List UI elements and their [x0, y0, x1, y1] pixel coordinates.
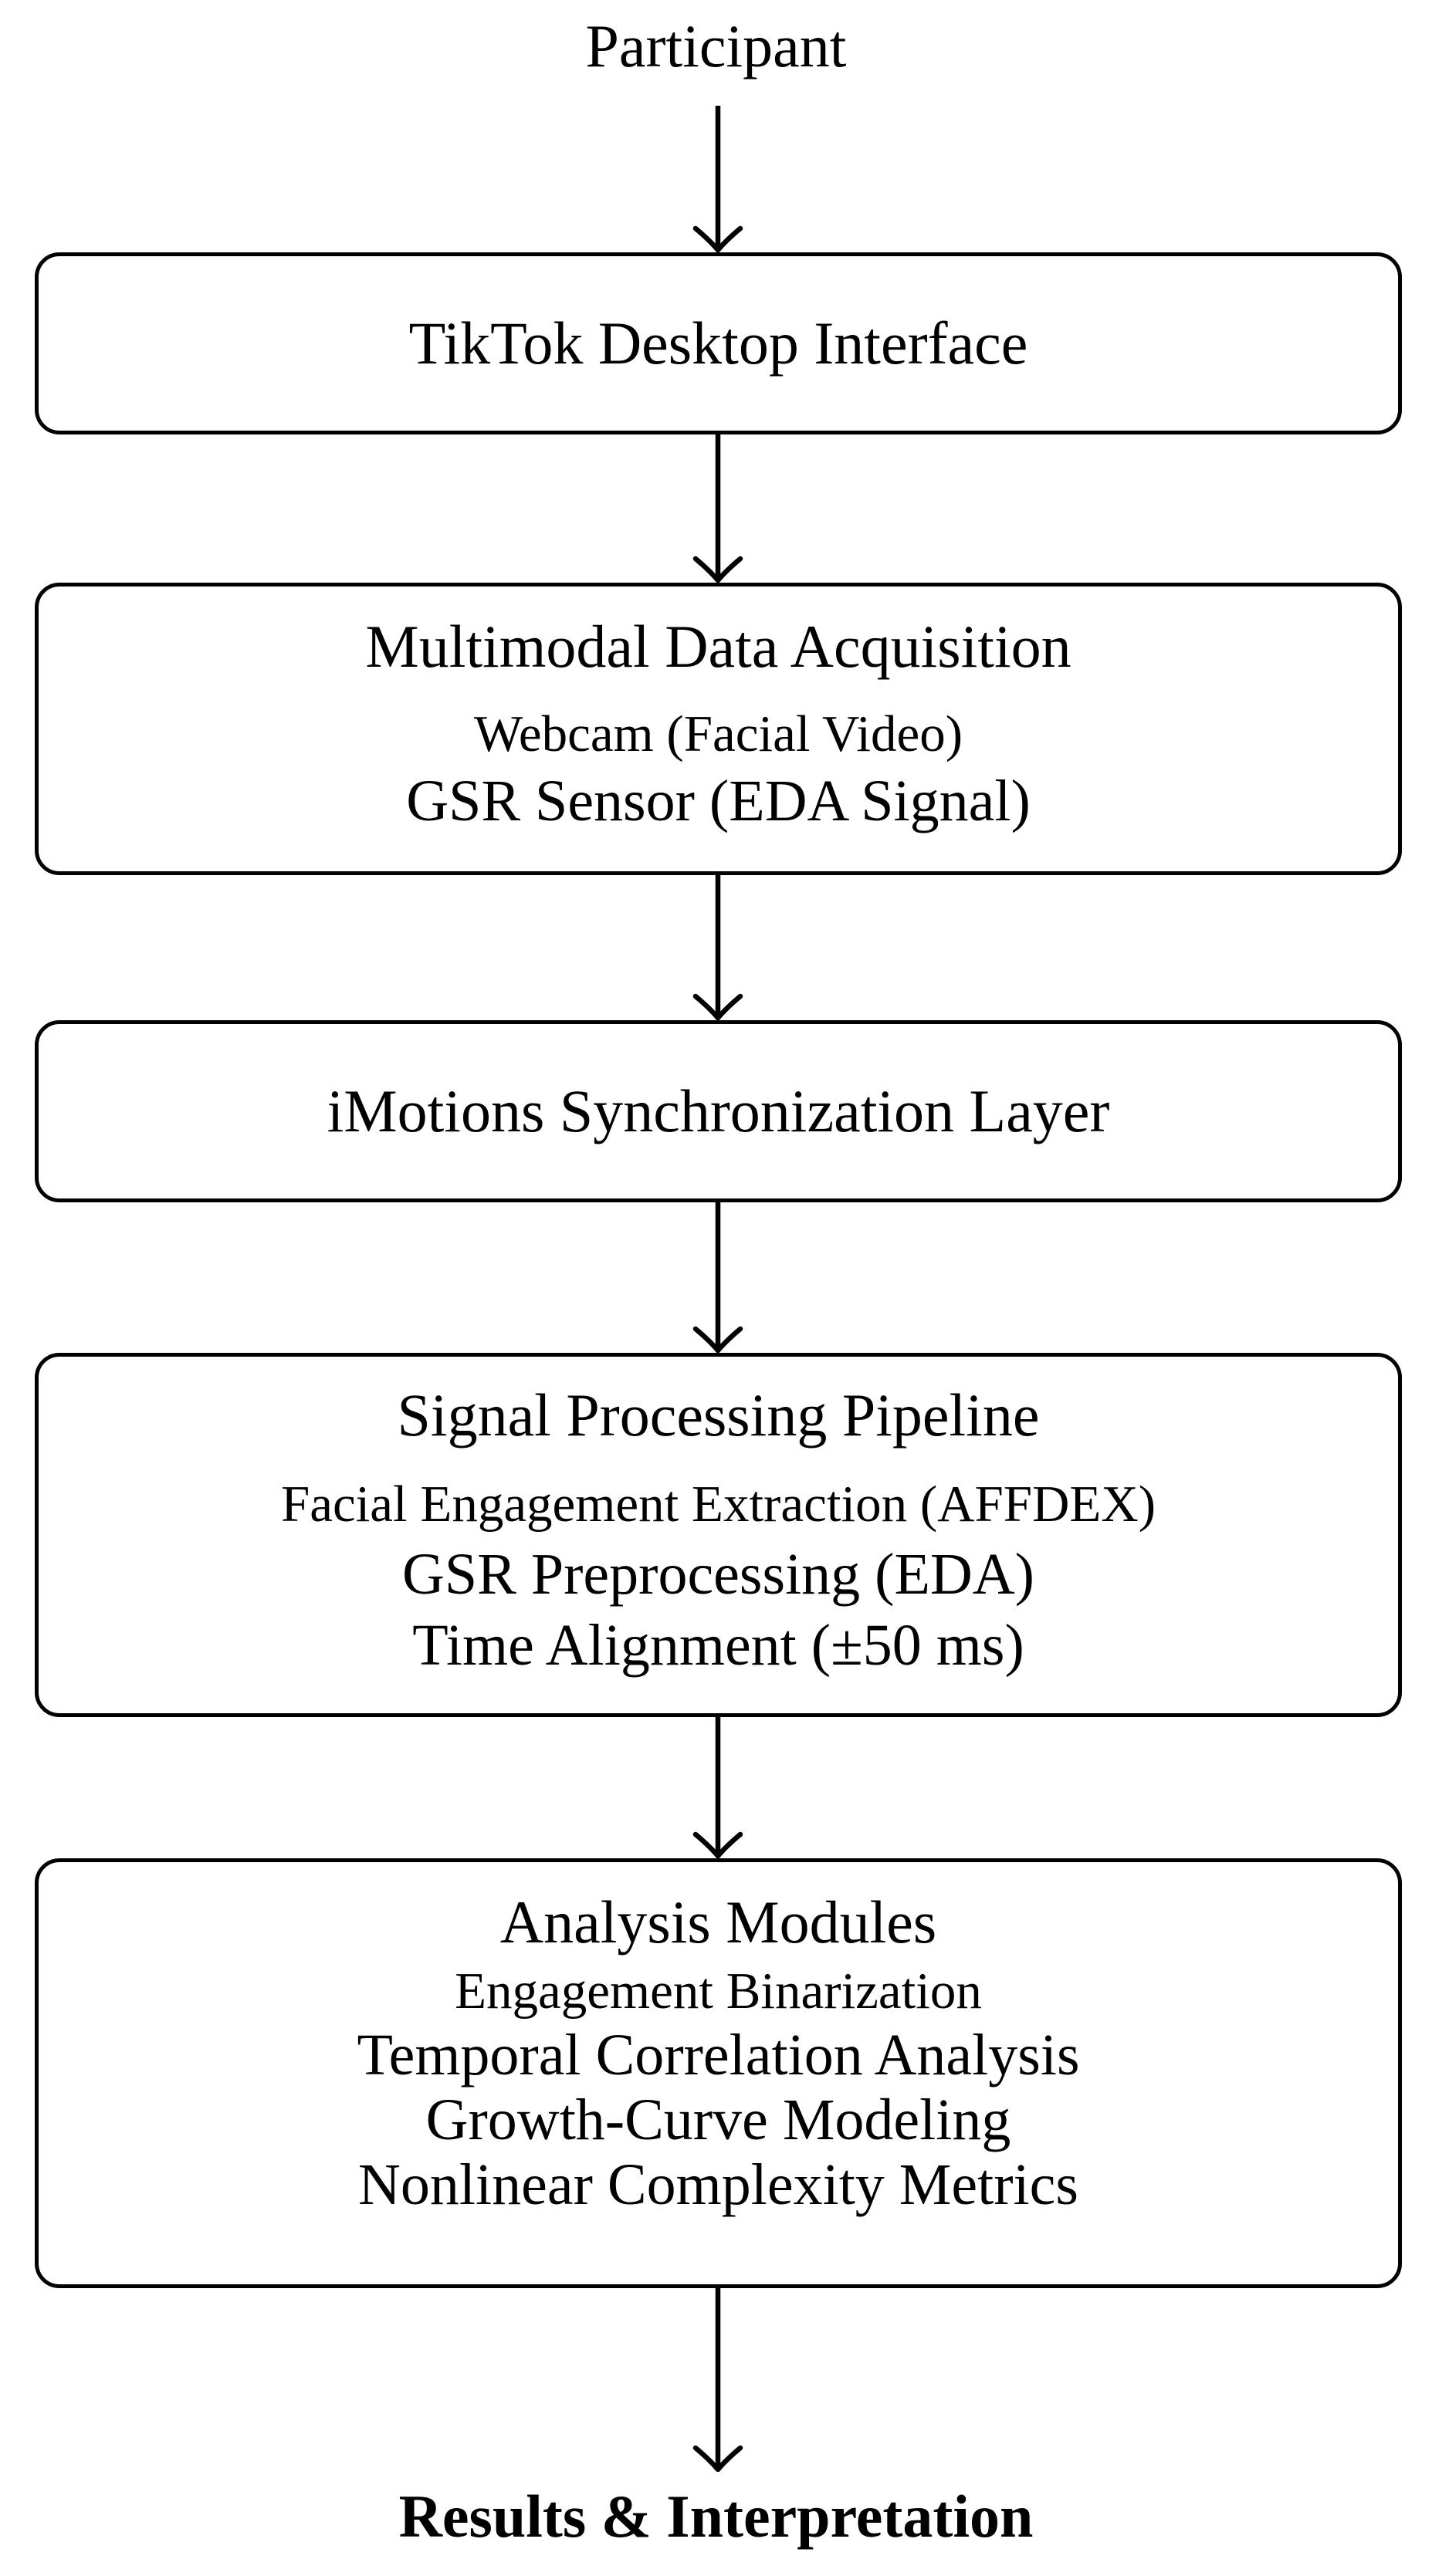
flow-arrow-down: [692, 106, 743, 252]
node-subtitle: Facial Engagement Extraction (AFFDEX): [280, 1476, 1156, 1533]
node-subtitle: Temporal Correlation Analysis: [357, 2023, 1080, 2088]
node-subtitle: GSR Sensor (EDA Signal): [406, 769, 1031, 833]
node-subtitle: Time Alignment (±50 ms): [412, 1613, 1024, 1678]
participant-label: Participant: [585, 12, 847, 79]
node-subtitle: Growth-Curve Modeling: [425, 2088, 1011, 2152]
node-tiktok-desktop-interface: TikTok Desktop Interface: [35, 252, 1402, 434]
node-title: Signal Processing Pipeline: [397, 1381, 1040, 1449]
flow-arrow-down: [692, 875, 743, 1020]
flow-arrow-down: [692, 1717, 743, 1858]
node-multimodal-data-acquisition: Multimodal Data Acquisition Webcam (Faci…: [35, 583, 1402, 875]
node-title: Multimodal Data Acquisition: [365, 613, 1071, 680]
node-imotions-synchronization-layer: iMotions Synchronization Layer: [35, 1020, 1402, 1202]
arrowhead-icon: [692, 556, 743, 583]
flow-arrow-down: [692, 434, 743, 583]
node-subtitle: Nonlinear Complexity Metrics: [358, 2152, 1078, 2217]
flow-arrow-down: [692, 2288, 743, 2472]
node-title: TikTok Desktop Interface: [408, 309, 1028, 377]
node-subtitle: GSR Preprocessing (EDA): [401, 1542, 1034, 1607]
arrowhead-icon: [692, 2445, 743, 2472]
node-title: Analysis Modules: [499, 1888, 937, 1956]
arrowhead-icon: [692, 993, 743, 1020]
node-analysis-modules: Analysis Modules Engagement Binarization…: [35, 1858, 1402, 2288]
node-signal-processing-pipeline: Signal Processing Pipeline Facial Engage…: [35, 1353, 1402, 1717]
node-subtitle: Engagement Binarization: [455, 1962, 982, 2020]
results-interpretation-label: Results & Interpretation: [398, 2483, 1034, 2550]
arrowhead-icon: [692, 1326, 743, 1353]
arrowhead-icon: [692, 225, 743, 252]
flow-arrow-down: [692, 1202, 743, 1353]
node-subtitle: Webcam (Facial Video): [473, 705, 963, 762]
arrowhead-icon: [692, 1831, 743, 1858]
node-title: iMotions Synchronization Layer: [327, 1077, 1110, 1144]
